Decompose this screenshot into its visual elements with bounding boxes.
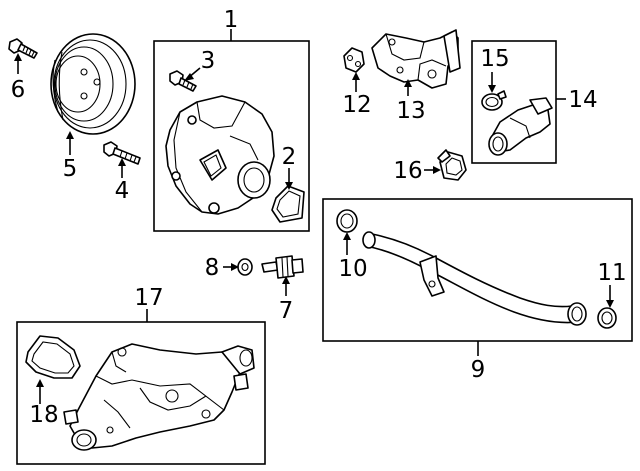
box-connector-assembly: [471, 40, 557, 164]
clamp-icon: [481, 90, 507, 111]
callout-10: 10: [338, 256, 367, 282]
sensor-icon: [261, 255, 304, 279]
callout-17: 17: [134, 285, 163, 311]
bolt-icon: [8, 38, 38, 59]
callout-9: 9: [471, 357, 486, 383]
connector-assembly-icon: [488, 97, 553, 156]
callout-3: 3: [201, 48, 216, 74]
clamp-icon: [437, 149, 467, 181]
gasket-icon: [343, 47, 365, 73]
callout-numbers: 1 2 3 4 5 6 7 8 9 10 11 12 13 14 15 16 1…: [11, 7, 627, 428]
leader-lines: [14, 29, 614, 404]
callout-13: 13: [396, 98, 425, 124]
callout-4: 4: [115, 178, 130, 204]
callout-18: 18: [29, 402, 58, 428]
box-thermostat-housing: [16, 321, 266, 465]
washer-icon: [237, 258, 253, 276]
outlet-housing-icon: [371, 29, 461, 89]
pulley-icon: [50, 33, 136, 135]
callout-6: 6: [11, 77, 26, 103]
callout-15: 15: [480, 46, 509, 72]
callout-2: 2: [282, 144, 297, 170]
callout-8: 8: [205, 255, 220, 281]
coolant-pipe-icon: [362, 231, 587, 326]
callout-1: 1: [224, 7, 239, 33]
callout-12: 12: [342, 92, 371, 118]
callout-16: 16: [393, 158, 422, 184]
gasket-icon: [25, 335, 81, 379]
gasket-icon: [271, 185, 305, 223]
o-ring-icon: [336, 209, 358, 233]
water-pump-assembly-icon: [165, 95, 275, 215]
bolt-icon: [169, 70, 197, 92]
callout-7: 7: [279, 298, 294, 324]
o-ring-icon: [597, 307, 617, 329]
callout-11: 11: [597, 260, 626, 286]
callout-14: 14: [568, 87, 597, 113]
box-coolant-pipe: [322, 198, 633, 342]
bolt-icon: [103, 141, 141, 165]
thermostat-housing-icon: [63, 343, 255, 451]
callout-5: 5: [63, 156, 78, 182]
